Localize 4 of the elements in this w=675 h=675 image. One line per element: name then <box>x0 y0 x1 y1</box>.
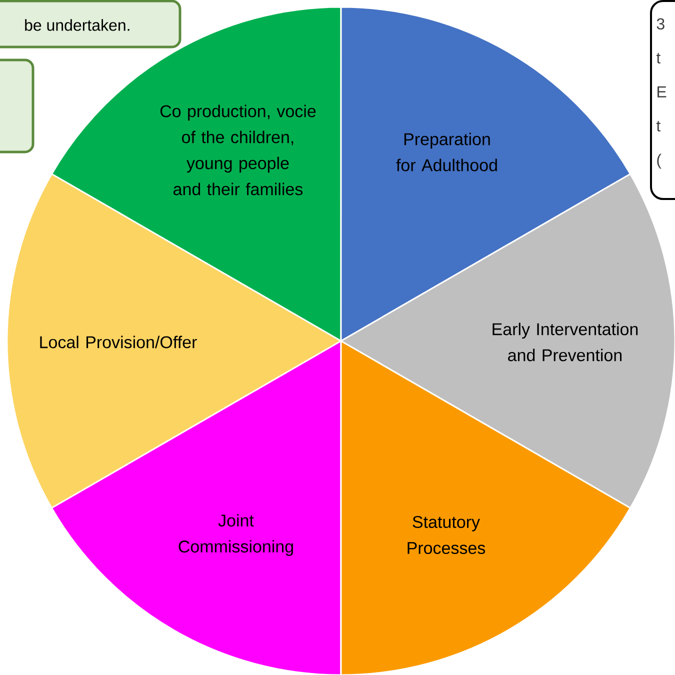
note-box: 3 t E t ( <box>650 0 675 200</box>
pie-segment: Early Interventation and Prevention <box>340 173 675 509</box>
note-box: be undertaken. <box>0 0 182 48</box>
note-box <box>0 58 34 154</box>
